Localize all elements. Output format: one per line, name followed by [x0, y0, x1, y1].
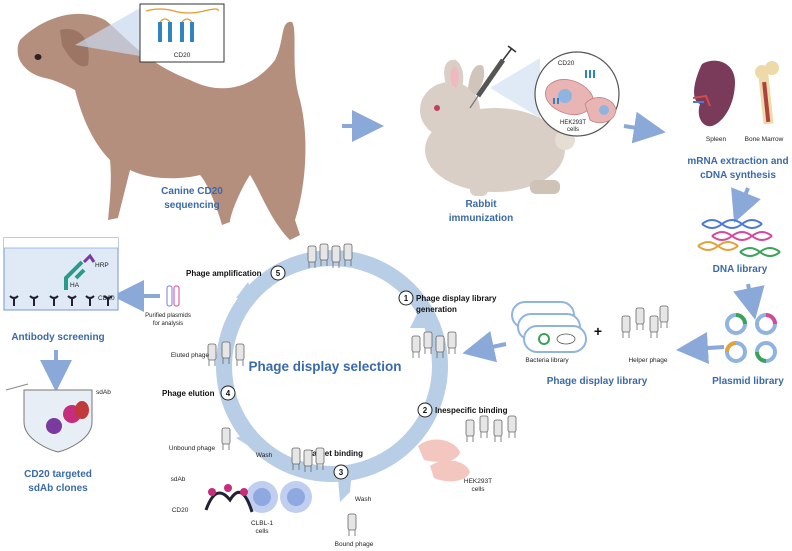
elisa-plate [3, 237, 119, 311]
dog-illustration [17, 13, 306, 240]
bacteria-library-plates [511, 301, 587, 353]
hek-cells-inset: CD20 HEK293T cells [534, 51, 620, 137]
plasmid-library-title: Plasmid library [712, 376, 784, 387]
eluted-phage-label: Eluted phage [171, 352, 210, 359]
syringe-icon [469, 45, 517, 109]
phage-bound [347, 513, 357, 537]
helper-phage-group [621, 305, 669, 339]
bone-marrow-icon [755, 61, 779, 125]
cd20-sequence-inset: CD20 [75, 3, 225, 63]
step-4-label: Phage elution [162, 389, 215, 398]
purified-plasmid-tubes [166, 285, 180, 307]
arrow-to-selection-cycle [462, 331, 507, 363]
step-5-number: 5 [276, 269, 281, 278]
mrna-title-line2: cDNA synthesis [700, 170, 776, 181]
canine-title-line1: Canine CD20 [161, 186, 223, 197]
unbound-phage-label: Unbound phage [169, 445, 216, 452]
phage-group-inespecific [465, 415, 517, 443]
bound-phage-label: Bound phage [335, 541, 374, 548]
canine-title-line2: sequencing [164, 200, 220, 211]
inset-cells-line1: HEK293T [560, 120, 586, 126]
spleen-label: Spleen [706, 136, 727, 143]
antibody-screening-title: Antibody screening [11, 332, 104, 343]
helper-phage-label: Helper phage [628, 357, 667, 364]
step-3-label: Target binding [308, 449, 363, 458]
cd20-cycle-label: CD20 [172, 507, 189, 514]
step-1: 1 Phage display library generation [398, 290, 497, 314]
hek-cells-cycle [418, 439, 470, 482]
dna-library-title: DNA library [713, 264, 768, 275]
dna-strands [697, 219, 781, 257]
phage-group-unbound [221, 427, 231, 451]
wash-top-label: Wash [256, 452, 273, 459]
sdab-tube-label: sdAb [96, 389, 111, 396]
clbl-cells [246, 481, 312, 513]
mrna-title-line1: mRNA extraction and [687, 156, 788, 167]
zoom-cone [490, 58, 540, 118]
plus-sign: + [594, 323, 602, 339]
sdab-cd20-complex [204, 484, 254, 513]
step-5-label: Phage amplification [186, 269, 262, 278]
rabbit-illustration [420, 59, 575, 196]
wash-bottom-label: Wash [355, 496, 372, 503]
tube-with-clones [5, 383, 93, 453]
step-2-label: Inespecific binding [435, 406, 508, 415]
step-1-number: 1 [404, 294, 409, 303]
bone-marrow-label: Bone Marrow [745, 136, 784, 143]
cd20-inset-label: CD20 [174, 52, 191, 59]
clones-title-line2: sdAb clones [28, 483, 88, 494]
arrow-plasmid-to-phage-library [676, 332, 725, 364]
step-3: 3 Target binding [308, 449, 363, 480]
spleen-icon [692, 60, 735, 127]
ha-label: HA [70, 282, 80, 289]
phage-display-library-title: Phage display library [547, 376, 648, 387]
clbl-line1: CLBL-1 [251, 520, 273, 527]
step-1-label-line2: generation [416, 305, 457, 314]
rabbit-title-line2: immunization [449, 213, 513, 224]
arrow-rabbit-to-organs [623, 111, 666, 144]
arrow-to-dna [731, 187, 761, 223]
sdab-cycle-label: sdAb [171, 476, 186, 483]
step-2: 2 Inespecific binding [417, 402, 508, 418]
step-3-number: 3 [339, 468, 344, 477]
cd20-plate-label: CD20 [98, 295, 115, 302]
purified-line2: for analysis [153, 321, 183, 327]
hek-cycle-line2: cells [471, 486, 485, 493]
plasmid-circles [725, 313, 777, 363]
hek-cycle-line1: HEK293T [464, 478, 492, 485]
step-5: 5 Phage amplification [186, 265, 286, 281]
rabbit-title-line1: Rabbit [465, 199, 497, 210]
step-4-number: 4 [226, 389, 231, 398]
cycle-center-title: Phage display selection [248, 359, 401, 374]
step-4: 4 Phage elution [162, 385, 236, 401]
purified-line1: Purified plasmids [145, 313, 191, 319]
hrp-label: HRP [95, 262, 109, 269]
clones-title-line1: CD20 targeted [24, 469, 92, 480]
step-1-label-line1: Phage display library [416, 294, 497, 303]
inset-cells-line2: cells [567, 127, 579, 133]
clbl-line2: cells [255, 528, 269, 535]
bacteria-library-label: Bacteria library [525, 357, 569, 364]
step-2-number: 2 [423, 406, 428, 415]
inset-cd20-label: CD20 [558, 60, 575, 67]
arrow-to-plasmid [733, 283, 765, 320]
